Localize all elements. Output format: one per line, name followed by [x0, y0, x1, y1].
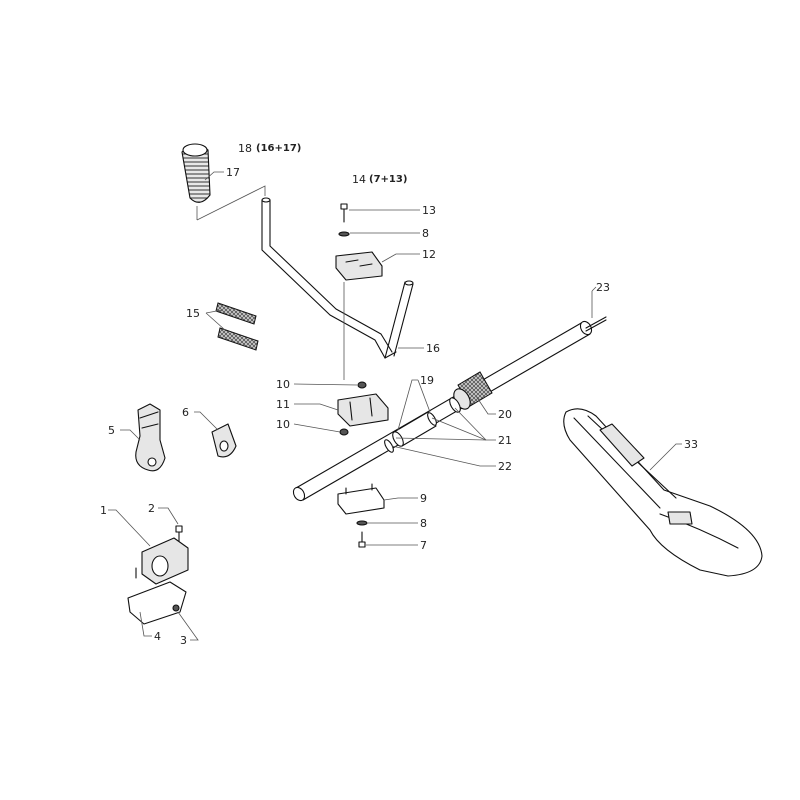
leader-lines	[108, 171, 682, 641]
middle-clamp-assembly	[337, 381, 389, 436]
label-4: 4	[154, 630, 161, 643]
label-5: 5	[108, 424, 115, 437]
label-16: 16	[426, 342, 440, 355]
label-14: 14	[352, 173, 366, 186]
label-10-a: 10	[276, 378, 290, 391]
label-33: 33	[684, 438, 698, 451]
upper-clamp-assembly	[335, 203, 383, 380]
label-15: 15	[186, 307, 200, 320]
shoulder-harness	[563, 408, 763, 577]
label-14-sub: (7+13)	[369, 174, 407, 185]
lower-clamp-assembly	[337, 483, 385, 548]
grip-sleeves	[215, 302, 259, 351]
label-17: 17	[226, 166, 240, 179]
label-19: 19	[420, 374, 434, 387]
label-20: 20	[498, 408, 512, 421]
bracket-part-5	[135, 403, 166, 472]
label-18: 18	[238, 142, 252, 155]
label-23: 23	[596, 281, 610, 294]
shaft-rings	[384, 397, 461, 453]
drive-shaft-tube	[292, 320, 593, 502]
handlebar	[261, 197, 414, 359]
knurled-sleeve	[453, 371, 493, 410]
eyelet-part-6	[211, 423, 237, 458]
handle-grip	[181, 143, 211, 203]
label-7: 7	[420, 539, 427, 552]
label-1: 1	[100, 504, 107, 517]
label-10-b: 10	[276, 418, 290, 431]
callout-labels: 18 (16+17) 17 14 (7+13) 13 8 12 23 15 16…	[100, 142, 698, 647]
label-11: 11	[276, 398, 290, 411]
label-6: 6	[182, 406, 189, 419]
label-8-top: 8	[422, 227, 429, 240]
label-8-bottom: 8	[420, 517, 427, 530]
label-3: 3	[180, 634, 187, 647]
label-2: 2	[148, 502, 155, 515]
tube-clamp-assembly	[127, 525, 189, 625]
label-13: 13	[422, 204, 436, 217]
label-9: 9	[420, 492, 427, 505]
drive-cable	[585, 316, 607, 332]
label-18-sub: (16+17)	[256, 143, 301, 154]
label-12: 12	[422, 248, 436, 261]
label-21: 21	[498, 434, 512, 447]
label-22: 22	[498, 460, 512, 473]
